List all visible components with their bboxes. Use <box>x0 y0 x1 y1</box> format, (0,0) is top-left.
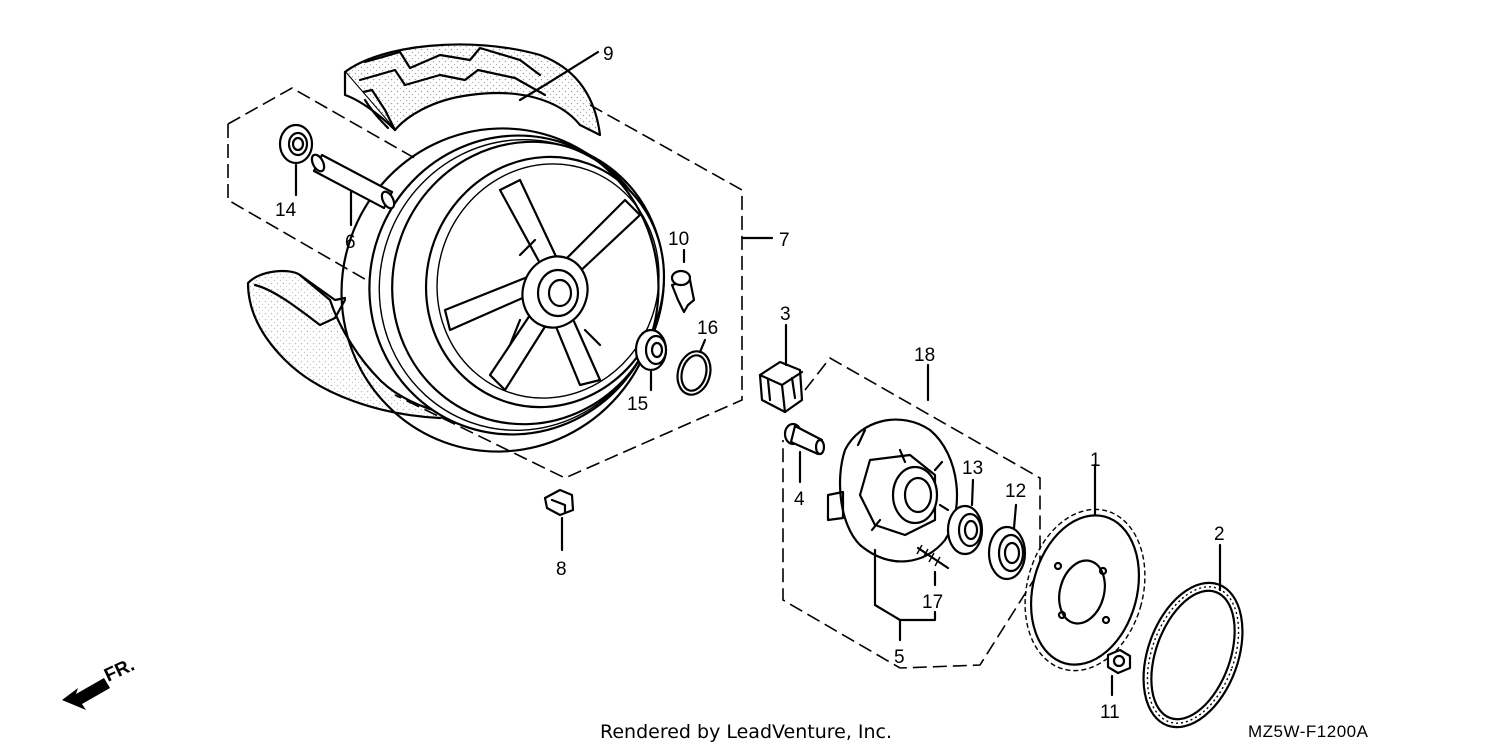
callout-18: 18 <box>914 345 935 366</box>
callout-17: 17 <box>922 592 943 613</box>
callout-6: 6 <box>345 232 356 253</box>
callout-11: 11 <box>1100 702 1120 723</box>
hub-group-bracket <box>782 356 1041 669</box>
stud-bolt-17-part[interactable] <box>916 544 950 570</box>
clip-8-part[interactable] <box>543 488 575 517</box>
front-label: FR. <box>101 655 138 687</box>
oil-seal-12-part[interactable] <box>987 525 1027 581</box>
callout-3: 3 <box>780 304 791 325</box>
callout-4: 4 <box>794 489 805 510</box>
valve-10-part[interactable] <box>670 269 696 314</box>
band-2-part[interactable] <box>1125 569 1261 741</box>
collar-6-part[interactable] <box>309 153 396 211</box>
leader-lines <box>294 50 1222 697</box>
callout-7: 7 <box>779 230 790 251</box>
callout-14: 14 <box>275 200 297 221</box>
o-ring-16-part[interactable] <box>673 348 715 399</box>
bearing-14-part[interactable] <box>278 123 314 165</box>
bearing-15-part[interactable] <box>634 328 668 372</box>
nut-11-part[interactable] <box>1106 648 1132 675</box>
front-arrow-icon <box>62 678 110 710</box>
callout-13: 13 <box>962 458 983 479</box>
driven-sprocket-1-part[interactable] <box>1008 496 1162 684</box>
callout-15: 15 <box>627 394 648 415</box>
callout-labels: 1 2 3 4 5 6 7 8 9 10 11 12 13 14 15 16 1… <box>275 44 1225 723</box>
callout-1: 1 <box>1090 450 1101 471</box>
bearing-13-part[interactable] <box>946 504 984 556</box>
wheel-rim-part[interactable] <box>296 84 704 497</box>
diagram-code: MZ5W-F1200A <box>1248 722 1369 741</box>
front-direction-indicator: FR. <box>62 655 138 710</box>
callout-9: 9 <box>603 44 614 65</box>
driven-flange-5-part[interactable] <box>826 418 959 563</box>
bolt-4-part[interactable] <box>783 422 826 456</box>
callout-2: 2 <box>1214 524 1225 545</box>
callout-8: 8 <box>556 559 567 580</box>
damper-3-part[interactable] <box>758 360 804 414</box>
callout-16: 16 <box>697 318 718 339</box>
callout-5: 5 <box>894 647 905 668</box>
callout-12: 12 <box>1005 481 1026 502</box>
callout-10: 10 <box>668 229 689 250</box>
render-credit: Rendered by LeadVenture, Inc. <box>600 721 892 743</box>
